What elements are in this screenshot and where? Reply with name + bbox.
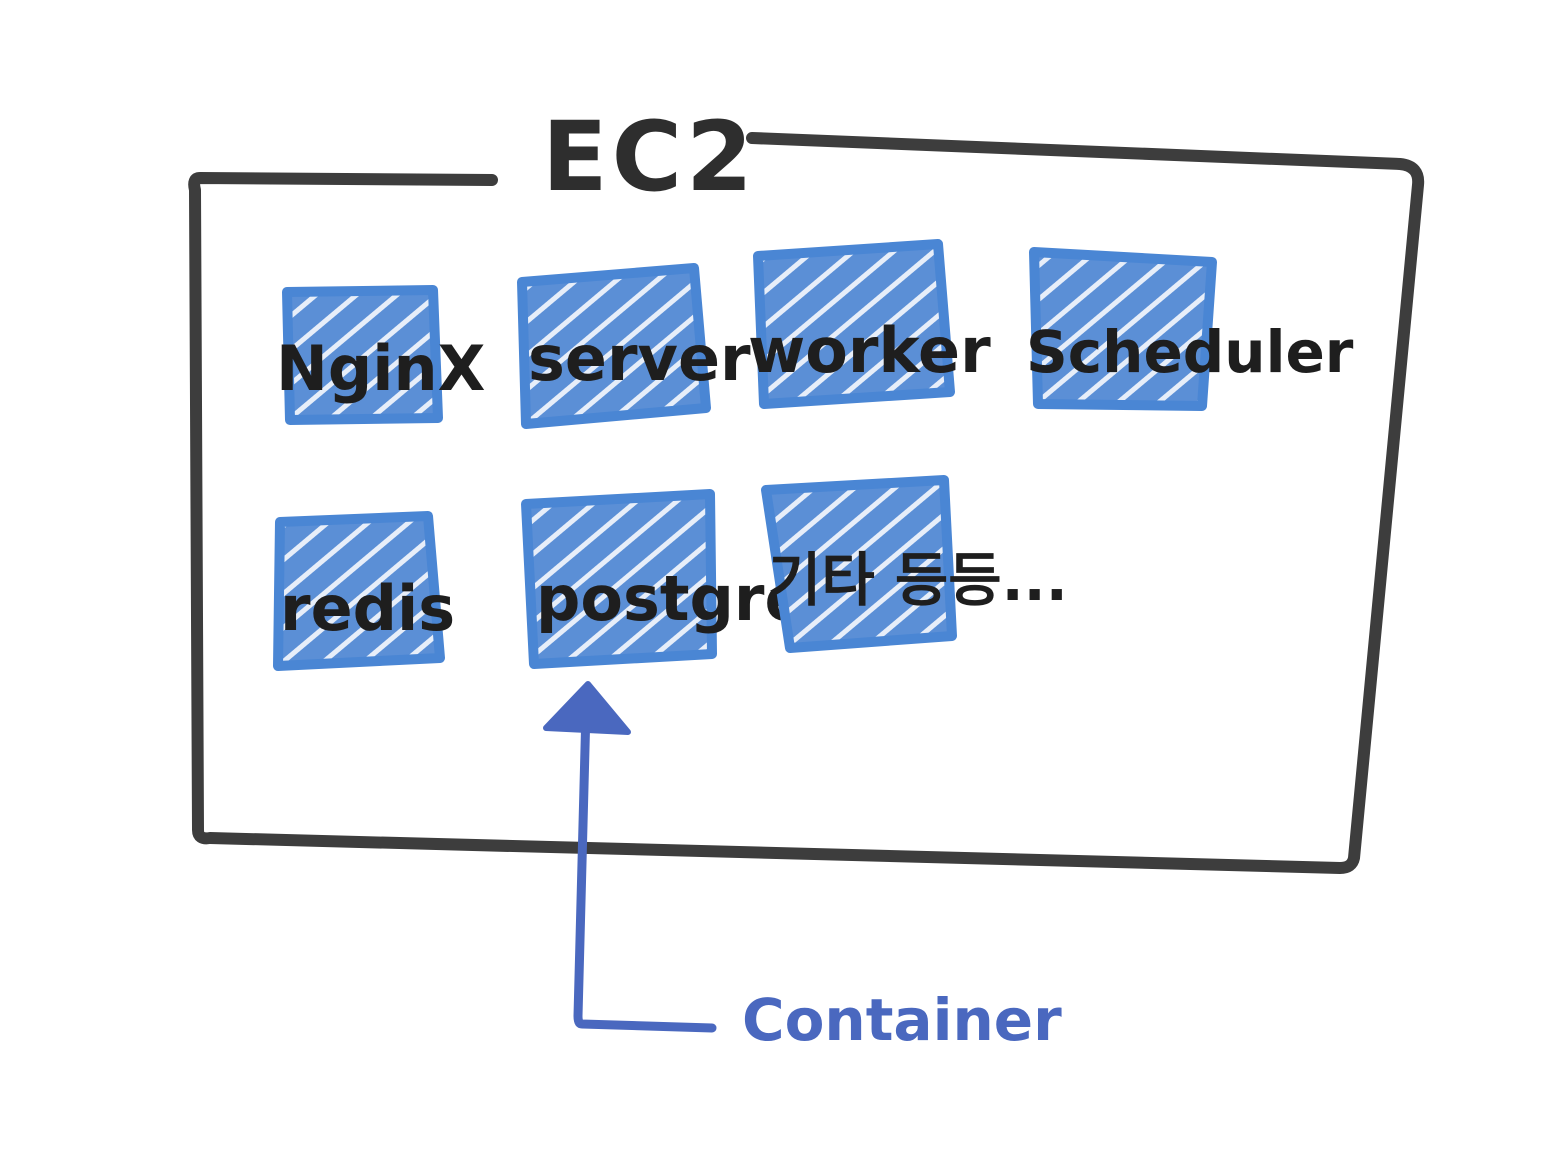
annotation-arrow [543,681,717,1033]
container-label: postgre [536,562,807,635]
container-label: server [528,322,751,395]
container-label: Scheduler [1026,318,1354,386]
annotation-label: Container [742,986,1062,1054]
container-server: server [517,263,751,429]
ec2-label: EC2 [542,101,757,213]
container-postgre: postgre [521,489,807,669]
container-label: worker [748,314,991,387]
container-label: NginX [276,332,485,405]
container-nginx: NginX [276,285,485,425]
container-label: redis [280,572,455,645]
container-redis: redis [273,511,455,671]
container-scheduler: Scheduler [1026,247,1354,411]
container-label: 기타 등등... [768,546,1068,614]
container-etc: 기타 등등... [761,475,1068,653]
ec2-frame [188,132,1425,874]
arrowhead-icon [543,681,631,735]
container-worker: worker [748,239,991,409]
